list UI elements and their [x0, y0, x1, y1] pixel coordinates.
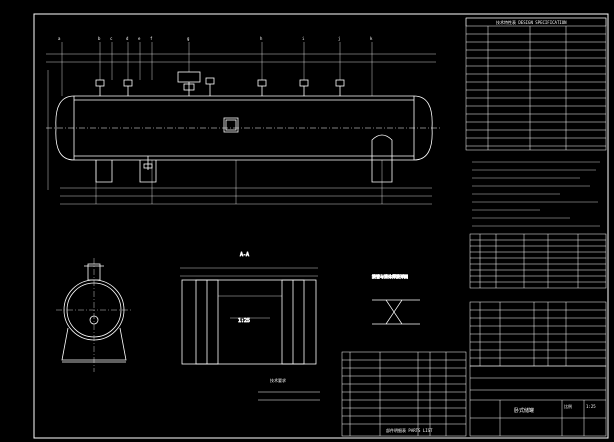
saddle-section-view: A-A 1:25 [180, 252, 318, 365]
weld-detail-title: 接管与筒体焊接详图 [372, 273, 408, 279]
nozzle-tag-f: f [150, 36, 153, 41]
tank-elevation-view [46, 42, 440, 205]
design-spec-title: 技术特性表 DESIGN SPECIFICATION [496, 19, 567, 25]
design-spec-table [465, 17, 607, 151]
section-scale-text: 1:25 [238, 318, 250, 324]
parts-list-table-right [469, 301, 607, 367]
title-block-name: 卧式储罐 [514, 407, 534, 414]
nozzle-table [469, 233, 607, 289]
nozzle-tag-k: k [370, 36, 373, 41]
sheet-border [33, 13, 609, 439]
nozzle-tag-j: j [338, 36, 340, 41]
tank-end-view [56, 258, 132, 372]
section-label: A-A [240, 252, 249, 258]
nozzle-tag-d: d [126, 36, 129, 41]
section-notes: 技术要求 [258, 377, 320, 401]
weld-detail-view: 接管与筒体焊接详图 [372, 273, 420, 325]
nozzle-tag-g: g [187, 36, 190, 41]
parts-list-title: 部件明细表 PARTS LIST [386, 427, 433, 433]
parts-list-table-bottom [341, 351, 467, 437]
nozzle-tags: a b c d e f g h i j k [58, 36, 373, 41]
nozzle-tag-e: e [138, 36, 141, 41]
section-notes-title: 技术要求 [270, 377, 286, 383]
nozzle-tag-b: b [98, 36, 101, 41]
nozzle-tag-a: a [58, 36, 61, 41]
nozzle-tag-h: h [260, 36, 263, 41]
nozzle-tag-c: c [110, 36, 113, 41]
technical-notes-block [472, 161, 600, 227]
scale-value: 1:25 [586, 404, 596, 409]
title-block [469, 365, 607, 437]
scale-label: 比例 [564, 403, 572, 409]
nozzle-tag-i: i [302, 36, 305, 41]
